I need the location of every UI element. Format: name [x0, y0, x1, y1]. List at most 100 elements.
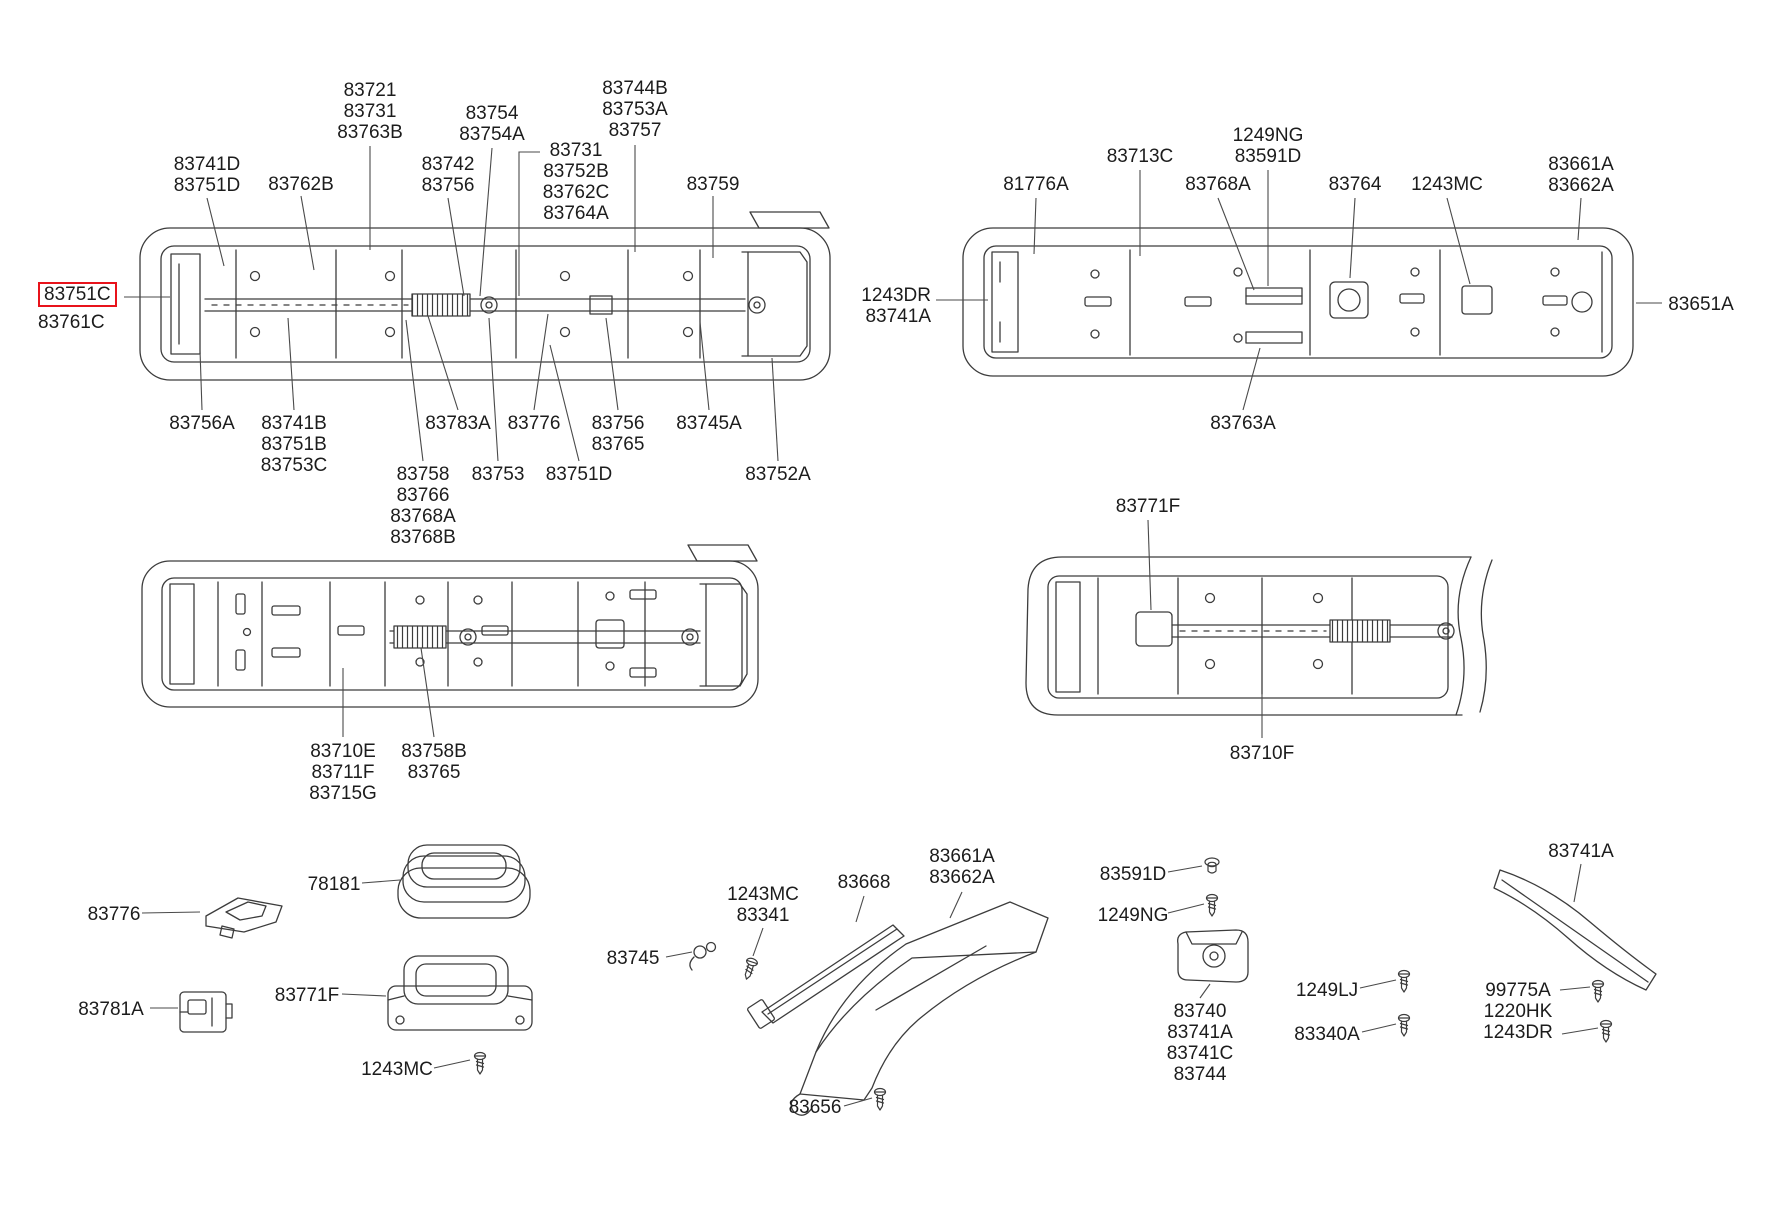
label-83751C-line: 83751C [44, 284, 111, 305]
label-83761C-line: 83761C [38, 312, 105, 333]
label-83762B[interactable]: 83762B [268, 174, 334, 195]
label-83661A-83662A-bottom-line: 83661A [929, 846, 995, 867]
label-83731-group-line: 83762C [542, 182, 610, 203]
label-83771F-bottom[interactable]: 83771F [275, 985, 339, 1006]
label-81776A[interactable]: 81776A [1003, 174, 1069, 195]
label-83742-group-line: 83742 [421, 154, 475, 175]
label-83661A-83662A-bottom-line: 83662A [929, 867, 995, 888]
label-81776A-line: 81776A [1003, 174, 1069, 195]
label-83741A-bottom-right[interactable]: 83741A [1548, 841, 1614, 862]
label-83752A[interactable]: 83752A [745, 464, 811, 485]
part-83741A-molding [1493, 869, 1657, 991]
label-83751D-lower-line: 83751D [545, 464, 613, 485]
label-83771F-bottom-line: 83771F [274, 985, 340, 1006]
label-83731-group-line: 83752B [543, 161, 609, 182]
label-83753[interactable]: 83753 [472, 464, 525, 485]
label-1249LJ[interactable]: 1249LJ [1296, 980, 1358, 1001]
label-83721-group-line: 83731 [343, 101, 397, 122]
label-83758-group-line: 83768B [390, 527, 456, 548]
label-83668-line: 83668 [837, 872, 891, 893]
label-83776-top[interactable]: 83776 [508, 413, 561, 434]
label-83776-bottom[interactable]: 83776 [88, 904, 141, 925]
label-83340A-line: 83340A [1294, 1024, 1360, 1045]
label-83783A[interactable]: 83783A [425, 413, 491, 434]
label-78181-line: 78181 [307, 874, 361, 895]
label-83783A-line: 83783A [425, 413, 491, 434]
label-83713C[interactable]: 83713C [1107, 146, 1174, 167]
part-83771F-gasket [387, 955, 533, 1031]
leader-lines [124, 145, 1662, 1107]
label-1243MC-bottom-left[interactable]: 1243MC [361, 1059, 433, 1080]
label-83740-group-line: 83744 [1173, 1064, 1227, 1085]
label-83751D-lower[interactable]: 83751D [546, 464, 613, 485]
assembly-scuff-trim-front-lh [139, 211, 831, 381]
part-83776-clip [205, 897, 283, 939]
label-83751C[interactable]: 83751C [38, 282, 117, 307]
label-83591D-bottom[interactable]: 83591D [1100, 864, 1167, 885]
label-83768A-line: 83768A [1185, 174, 1251, 195]
label-83656[interactable]: 83656 [789, 1097, 842, 1118]
label-83745[interactable]: 83745 [607, 948, 660, 969]
label-83758-group-line: 83768A [390, 506, 456, 527]
label-83710E-group-line: 83710E [310, 741, 376, 762]
part-83781A-box [179, 991, 233, 1033]
label-83771F-top[interactable]: 83771F [1116, 496, 1180, 517]
label-83756-83765-group-line: 83756 [591, 413, 645, 434]
label-83710F[interactable]: 83710F [1230, 743, 1294, 764]
label-83763A[interactable]: 83763A [1210, 413, 1276, 434]
label-1243MC-top[interactable]: 1243MC [1411, 174, 1483, 195]
label-1249NG-bottom[interactable]: 1249NG [1098, 905, 1169, 926]
label-83740-group-line: 83741A [1167, 1022, 1233, 1043]
label-83710E-group-line: 83711F [311, 762, 375, 783]
label-83340A[interactable]: 83340A [1294, 1024, 1360, 1045]
label-83745A[interactable]: 83745A [676, 413, 742, 434]
label-83781A[interactable]: 83781A [78, 999, 144, 1020]
label-83764-line: 83764 [1328, 174, 1382, 195]
label-1243DR-83741A-group-line: 1243DR [861, 285, 931, 306]
label-83754-group-line: 83754A [459, 124, 525, 145]
label-83776-bottom-line: 83776 [87, 904, 141, 925]
label-83741B-group-line: 83751B [261, 434, 327, 455]
label-83756A[interactable]: 83756A [169, 413, 235, 434]
label-83740-group-line: 83741C [1166, 1043, 1234, 1064]
label-1243MC-top-line: 1243MC [1411, 174, 1483, 195]
part-83668-strip [747, 924, 905, 1029]
label-83758B-83765-group-line: 83765 [407, 762, 461, 783]
label-83768A[interactable]: 83768A [1185, 174, 1251, 195]
label-83764[interactable]: 83764 [1329, 174, 1382, 195]
label-83731-group-line: 83731 [549, 140, 603, 161]
label-83731-group-line: 83764A [543, 203, 609, 224]
label-83759[interactable]: 83759 [687, 174, 740, 195]
label-83742-group-line: 83756 [421, 175, 475, 196]
label-83771F-top-line: 83771F [1115, 496, 1181, 517]
label-83661A-83662A-top-line: 83662A [1548, 175, 1614, 196]
label-83745-line: 83745 [606, 948, 660, 969]
label-78181[interactable]: 78181 [308, 874, 361, 895]
assembly-scuff-trim-rear-rh [1025, 556, 1493, 716]
label-83651A[interactable]: 83651A [1668, 294, 1734, 315]
label-83744B-group-line: 83744B [602, 78, 668, 99]
label-1243MC-bottom-left-line: 1243MC [361, 1059, 433, 1080]
label-83668[interactable]: 83668 [838, 872, 891, 893]
label-83761C[interactable]: 83761C [38, 312, 105, 333]
